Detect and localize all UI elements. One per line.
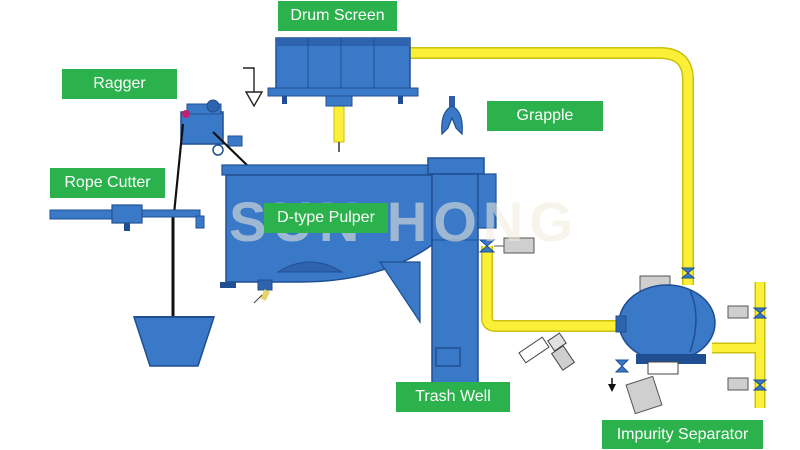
rope-cutter-label: Rope Cutter [50, 168, 165, 198]
rope-bin [132, 316, 216, 367]
down-arrow-icon [243, 67, 264, 108]
pulper-to-separator-pipe [481, 246, 625, 332]
stock-pipes [333, 47, 766, 408]
drum-screen-label: Drum Screen [278, 1, 397, 31]
impurity-separator [608, 284, 768, 415]
ragger-machine [171, 99, 251, 318]
drum-outlet-pipe [333, 103, 345, 143]
drum-screen [267, 37, 419, 107]
grapple-icon [441, 96, 463, 136]
ragger-label: Ragger [62, 69, 177, 99]
actuator-valve [518, 332, 576, 371]
impurity-separator-label: Impurity Separator [602, 420, 763, 449]
trash-well-label: Trash Well [396, 382, 510, 412]
d-type-pulper-label: D-type Pulper [264, 203, 388, 233]
trash-well [378, 157, 497, 387]
rope-cutter-machine [49, 204, 205, 231]
valve-icon [478, 237, 696, 292]
grapple-label: Grapple [487, 101, 603, 131]
